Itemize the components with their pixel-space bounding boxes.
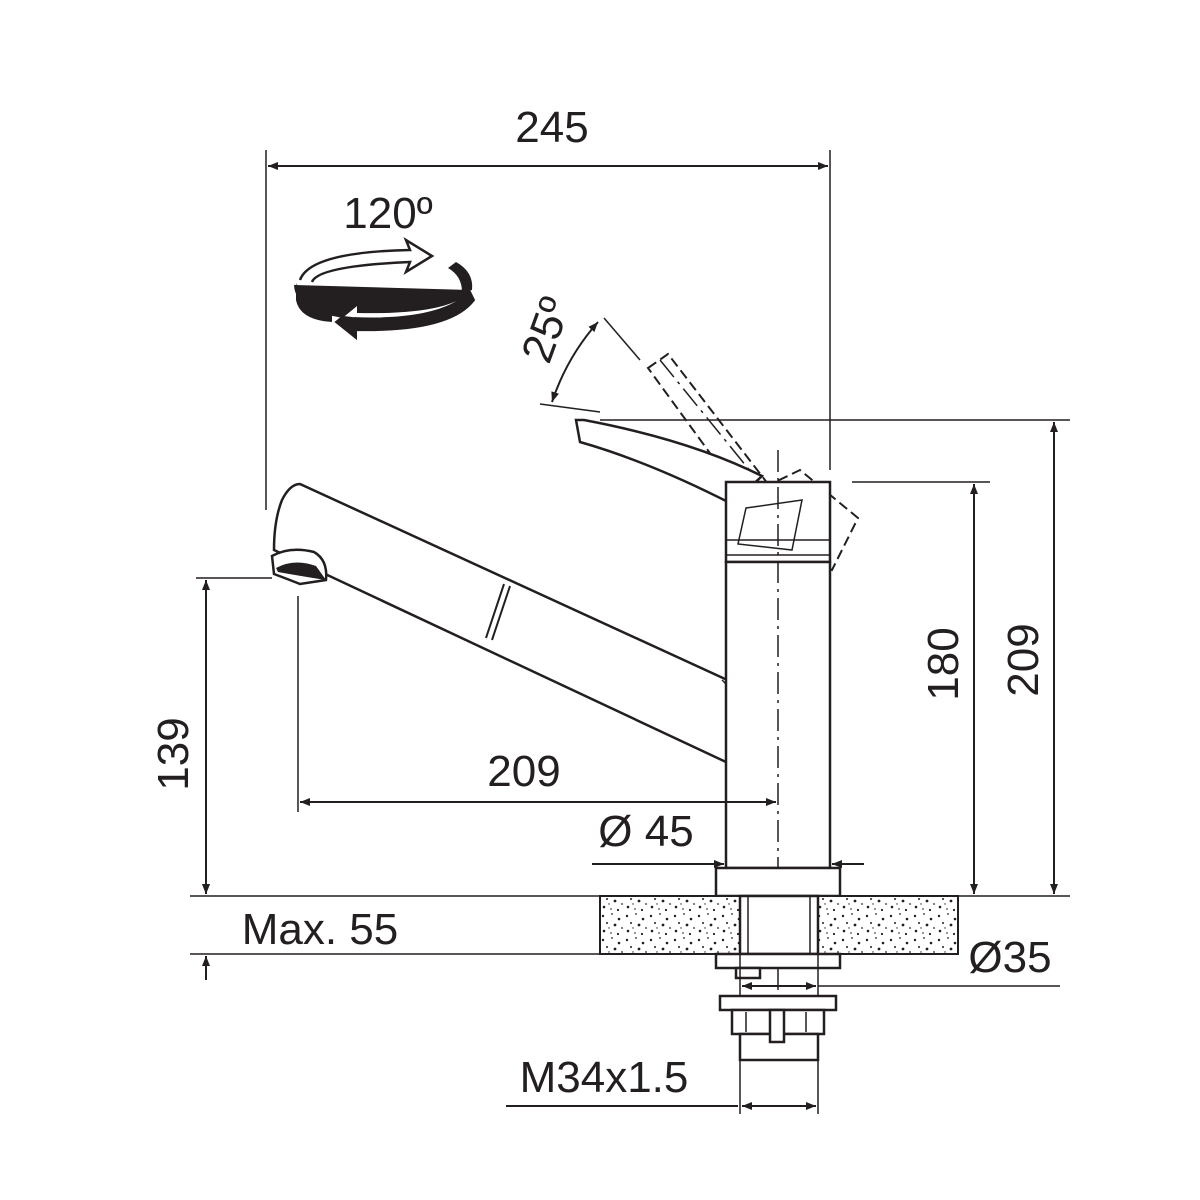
- spout-height-dimension: 139: [149, 577, 600, 897]
- hole-diameter-dimension: Ø35: [739, 933, 1060, 996]
- rotation-label: 120º: [343, 189, 432, 238]
- lever-angle-label: 25º: [512, 291, 580, 369]
- overall-width-dimension: 245: [265, 103, 831, 510]
- max-thickness-dimension: Max. 55: [190, 870, 600, 980]
- thread-label: M34x1.5: [520, 1053, 689, 1102]
- mounting-kit: [714, 952, 842, 1062]
- lever-angle-dimension: 25º: [512, 291, 641, 413]
- overall-width-label: 245: [515, 103, 588, 152]
- rotation-icon: 120º: [294, 189, 476, 341]
- total-height-label: 209: [999, 623, 1048, 696]
- body-diameter-label: Ø 45: [598, 807, 693, 856]
- lever-handle: [574, 418, 832, 564]
- max-thickness-label: Max. 55: [242, 905, 399, 954]
- total-height-dimension: 209: [600, 419, 1070, 894]
- hole-diameter-label: Ø35: [968, 933, 1051, 982]
- spout-reach-label: 209: [487, 747, 560, 796]
- countertop: [599, 894, 959, 956]
- spout-height-label: 139: [149, 717, 198, 790]
- body-height-dimension: 180: [852, 481, 1070, 897]
- body-diameter-dimension: Ø 45: [592, 807, 864, 868]
- spout: [270, 482, 740, 764]
- spout-reach-dimension: 209: [297, 596, 776, 812]
- thread-dimension: M34x1.5: [506, 1053, 819, 1114]
- body-height-label: 180: [919, 627, 968, 700]
- faucet-body: [714, 450, 842, 1060]
